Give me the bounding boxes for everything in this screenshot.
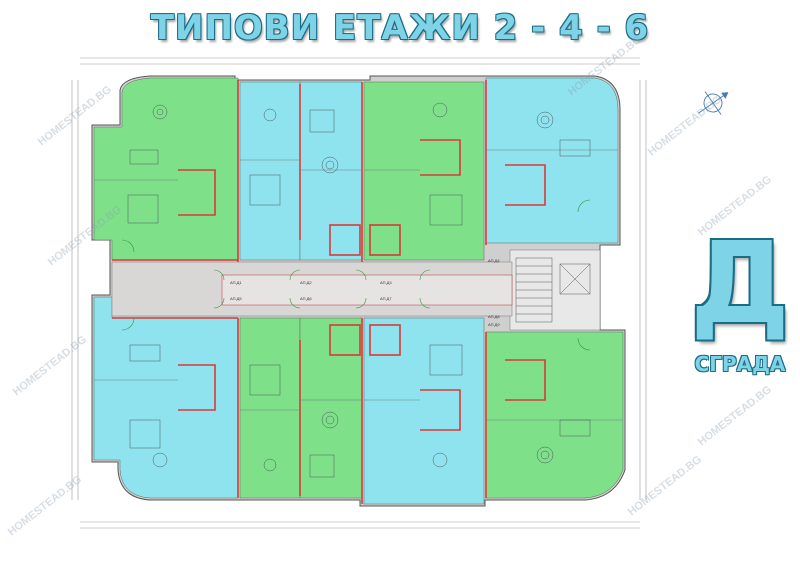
building-letter: Д: [690, 219, 790, 349]
building-label: СГРАДА: [694, 352, 786, 376]
page-title: ТИПОВИ ЕТАЖИ 2 - 4 - 6: [150, 8, 650, 48]
apartment-zone-green-nw: [93, 77, 239, 261]
apartment-label: АП.Д2: [300, 280, 312, 285]
dimension-lines: [71, 57, 647, 529]
apartment-label: АП.Д4: [488, 258, 500, 263]
apartment-zone-blue-ne: [485, 77, 619, 244]
apartment-zone-blue-n1: [239, 81, 301, 261]
apartment-label: АП.Д6: [300, 296, 312, 301]
apartment-label: АП.Д5: [230, 296, 242, 301]
apartment-zone-green-s1: [239, 317, 301, 499]
apartment-zone-green-s2: [299, 317, 363, 499]
apartment-label: АП.Д7: [380, 296, 392, 301]
apartment-label: АП.Д3: [380, 280, 392, 285]
apartment-zone-green-se: [485, 331, 624, 499]
door-swings: [121, 199, 591, 351]
apartment-label: АП.Д1: [230, 280, 242, 285]
apartment-label: АП.Д8: [488, 314, 500, 319]
furniture: [127, 102, 591, 478]
stairs-icon: [515, 257, 553, 323]
apartment-zone-green-n3: [363, 81, 485, 261]
apartment-labels: АП.Д1 АП.Д2 АП.Д3 АП.Д4 АП.Д5 АП.Д6 АП.Д…: [230, 258, 500, 327]
walls: [112, 80, 546, 504]
apartment-zone-blue-s3: [363, 317, 485, 505]
corridor: [111, 261, 513, 317]
north-arrow-icon: [697, 91, 729, 115]
apartment-zone-blue-sw: [93, 296, 239, 499]
interior-partitions: [94, 149, 623, 421]
elevator-icon: [559, 263, 591, 295]
apartment-zone-blue-n2: [299, 81, 363, 261]
apartment-label: АП.Д9: [488, 322, 500, 327]
